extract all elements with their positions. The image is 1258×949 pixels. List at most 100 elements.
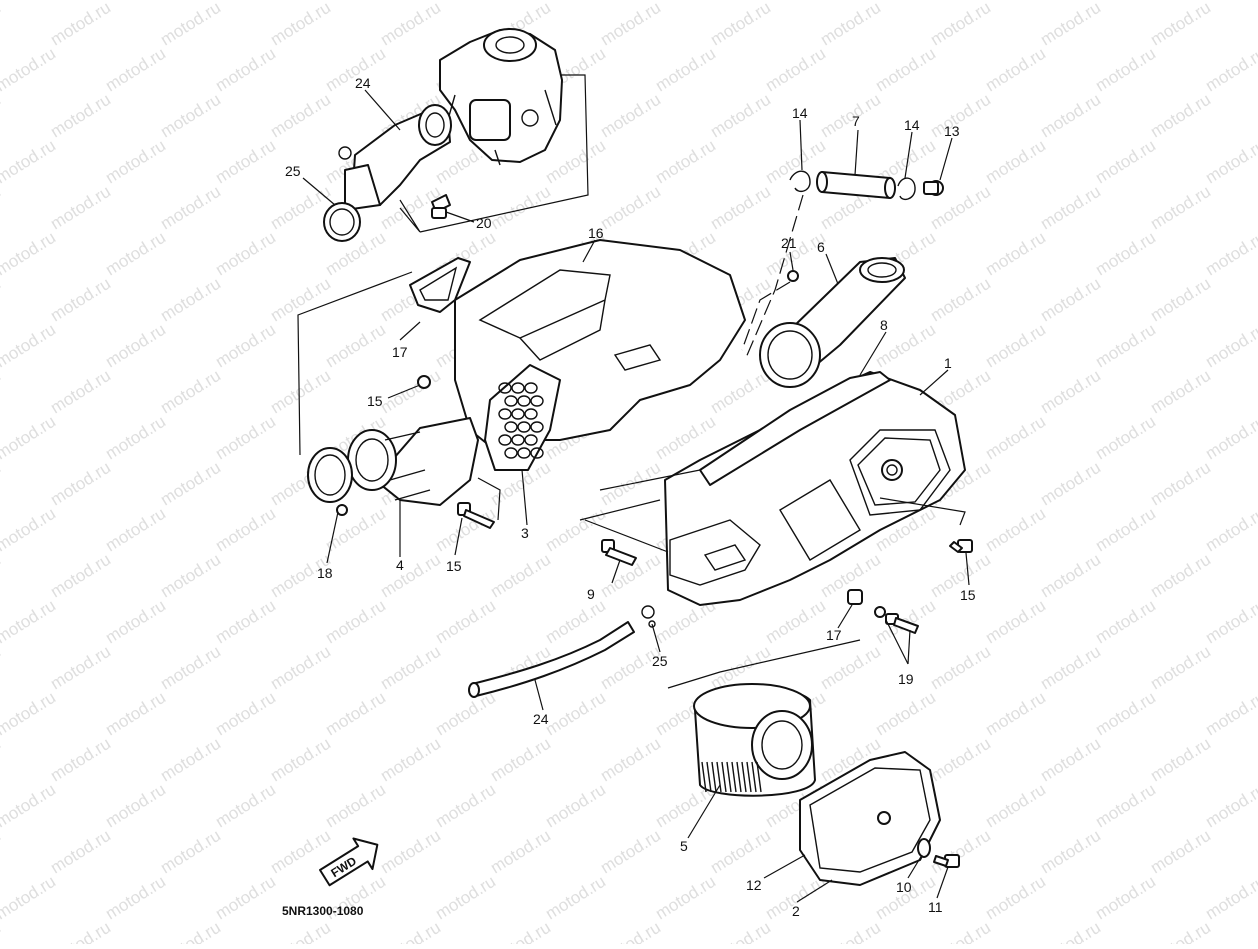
grid-cell xyxy=(524,382,538,394)
watermark-text: motod.ru xyxy=(1202,228,1258,280)
watermark-text: motod.ru xyxy=(707,182,774,234)
mesh-line xyxy=(711,761,717,793)
watermark-text: motod.ru xyxy=(432,0,499,3)
hose-7 xyxy=(816,171,896,199)
watermark-text: motod.ru xyxy=(1147,0,1214,49)
callout-15b: 15 xyxy=(960,587,976,603)
carburetor xyxy=(439,28,563,166)
callout-24: 24 xyxy=(533,711,549,727)
watermark-text: motod.ru xyxy=(157,826,224,878)
intake-joint xyxy=(338,104,452,211)
watermark-text: motod.ru xyxy=(1037,182,1104,234)
watermark-text: motod.ru xyxy=(1092,780,1159,832)
watermark-text: motod.ru xyxy=(267,90,334,142)
watermark-text: motod.ru xyxy=(1202,596,1258,648)
watermark-text: motod.ru xyxy=(1037,366,1104,418)
watermark-text: motod.ru xyxy=(267,734,334,786)
watermark-text: motod.ru xyxy=(927,734,994,786)
watermark-text: motod.ru xyxy=(377,918,444,944)
watermark-text: motod.ru xyxy=(707,90,774,142)
watermark-text: motod.ru xyxy=(1092,320,1159,372)
watermark-text: motod.ru xyxy=(322,688,389,740)
watermark-text: motod.ru xyxy=(1037,550,1104,602)
callout-21: 19 xyxy=(898,671,914,687)
watermark-text: motod.ru xyxy=(542,136,609,188)
callout-18: 16 xyxy=(588,225,604,241)
watermark-text: motod.ru xyxy=(267,274,334,326)
clip-14a xyxy=(789,170,811,193)
callout-22: 20 xyxy=(476,215,492,231)
diagram-code: 5NR1300-1080 xyxy=(282,904,364,918)
watermark-text: motod.ru xyxy=(1147,366,1214,418)
watermark-text: motod.ru xyxy=(0,550,4,602)
watermark-text: motod.ru xyxy=(267,366,334,418)
watermark-text: motod.ru xyxy=(0,780,59,832)
watermark-text: motod.ru xyxy=(432,596,499,648)
watermark-text: motod.ru xyxy=(0,182,4,234)
watermark-text: motod.ru xyxy=(0,918,4,944)
grid-cell xyxy=(498,382,512,394)
grid-cell xyxy=(498,408,512,420)
watermark-text: motod.ru xyxy=(102,504,169,556)
watermark-text: motod.ru xyxy=(157,274,224,326)
callout-13: 13 xyxy=(944,123,960,139)
watermark-text: motod.ru xyxy=(47,550,114,602)
mesh-line xyxy=(746,761,752,793)
watermark-text: motod.ru xyxy=(707,366,774,418)
grid-cell xyxy=(517,395,531,407)
mesh-line xyxy=(716,761,722,793)
watermark-text: motod.ru xyxy=(707,918,774,944)
watermark-text: motod.ru xyxy=(102,44,169,96)
watermark-text: motod.ru xyxy=(212,872,279,924)
watermark-text: motod.ru xyxy=(982,780,1049,832)
watermark-text: motod.ru xyxy=(0,320,59,372)
watermark-text: motod.ru xyxy=(267,642,334,694)
watermark-text: motod.ru xyxy=(817,642,884,694)
grid-cell xyxy=(504,421,518,433)
watermark-text: motod.ru xyxy=(707,0,774,49)
watermark-text: motod.ru xyxy=(157,642,224,694)
bolt-15b xyxy=(949,539,973,553)
grid-cell xyxy=(511,382,525,394)
watermark-text: motod.ru xyxy=(1202,0,1258,3)
watermark-text: motod.ru xyxy=(432,780,499,832)
assembly-frame-left xyxy=(297,271,413,456)
watermark-text: motod.ru xyxy=(47,182,114,234)
watermark-text: motod.ru xyxy=(157,734,224,786)
watermark-text: motod.ru xyxy=(1147,274,1214,326)
mesh-line xyxy=(726,761,732,793)
watermark-text: motod.ru xyxy=(377,0,444,49)
watermark-text: motod.ru xyxy=(1037,734,1104,786)
watermark-text: motod.ru xyxy=(212,504,279,556)
callout-3: 3 xyxy=(521,525,529,541)
watermark-text: motod.ru xyxy=(0,44,59,96)
watermark-text: motod.ru xyxy=(872,44,939,96)
watermark-text: motod.ru xyxy=(157,182,224,234)
watermark-text: motod.ru xyxy=(542,780,609,832)
watermark-text: motod.ru xyxy=(1202,44,1258,96)
watermark-text: motod.ru xyxy=(0,366,4,418)
watermark-text: motod.ru xyxy=(597,90,664,142)
grid-cell xyxy=(530,447,544,459)
callout-11: 11 xyxy=(928,899,943,915)
watermark-text: motod.ru xyxy=(0,0,59,3)
watermark-text: motod.ru xyxy=(487,182,554,234)
watermark-text: motod.ru xyxy=(157,0,224,49)
watermark-text: motod.ru xyxy=(982,44,1049,96)
watermark-text: motod.ru xyxy=(1147,550,1214,602)
watermark-text: motod.ru xyxy=(652,0,719,3)
watermark-text: motod.ru xyxy=(102,0,169,3)
watermark-text: motod.ru xyxy=(927,642,994,694)
watermark-text: motod.ru xyxy=(1037,458,1104,510)
watermark-text: motod.ru xyxy=(1202,320,1258,372)
watermark-text: motod.ru xyxy=(47,274,114,326)
watermark-text: motod.ru xyxy=(267,918,334,944)
watermark-text: motod.ru xyxy=(102,872,169,924)
element-grid-3 xyxy=(484,364,561,471)
watermark-text: motod.ru xyxy=(487,826,554,878)
inlet-duct-4 xyxy=(347,417,479,506)
mesh-line xyxy=(736,761,742,793)
